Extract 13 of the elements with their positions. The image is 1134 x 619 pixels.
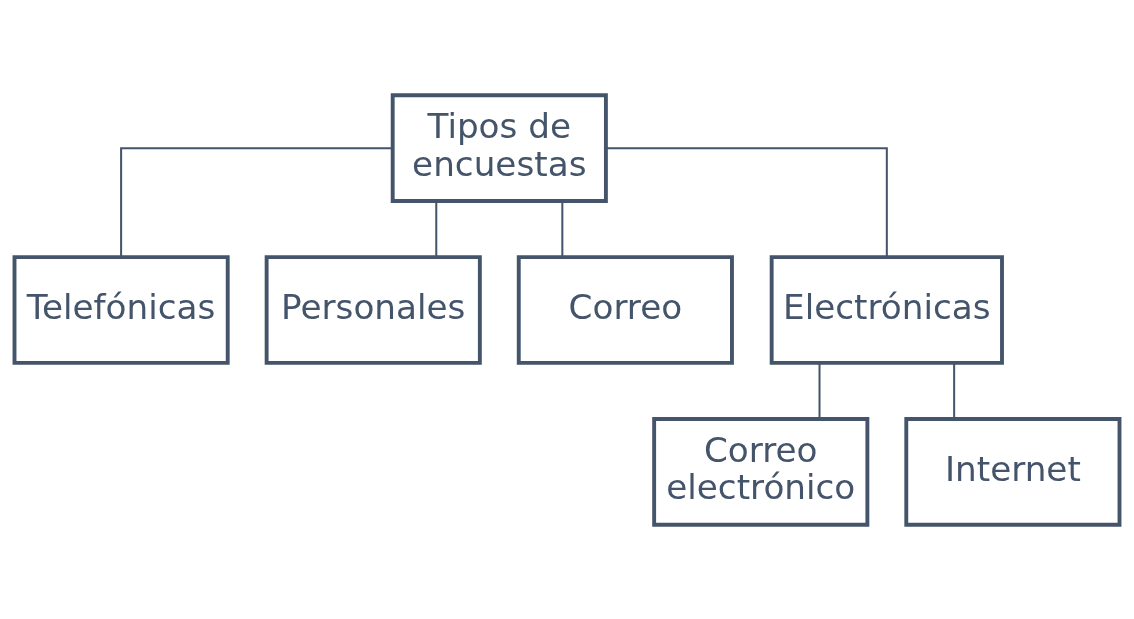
connector — [120, 146, 393, 257]
node-box: Telefónicas — [12, 254, 230, 365]
node-box: Correo electrónico — [652, 416, 870, 527]
connector — [953, 362, 956, 419]
connector — [561, 200, 564, 257]
node-box: Electrónicas — [769, 254, 1004, 365]
node-box: Personales — [264, 254, 482, 365]
connector — [818, 362, 821, 419]
connector — [606, 146, 888, 257]
node-box: Correo — [516, 254, 734, 365]
connector — [435, 200, 438, 257]
node-box: Tipos de encuestas — [390, 92, 608, 203]
node-box: Internet — [904, 416, 1122, 527]
